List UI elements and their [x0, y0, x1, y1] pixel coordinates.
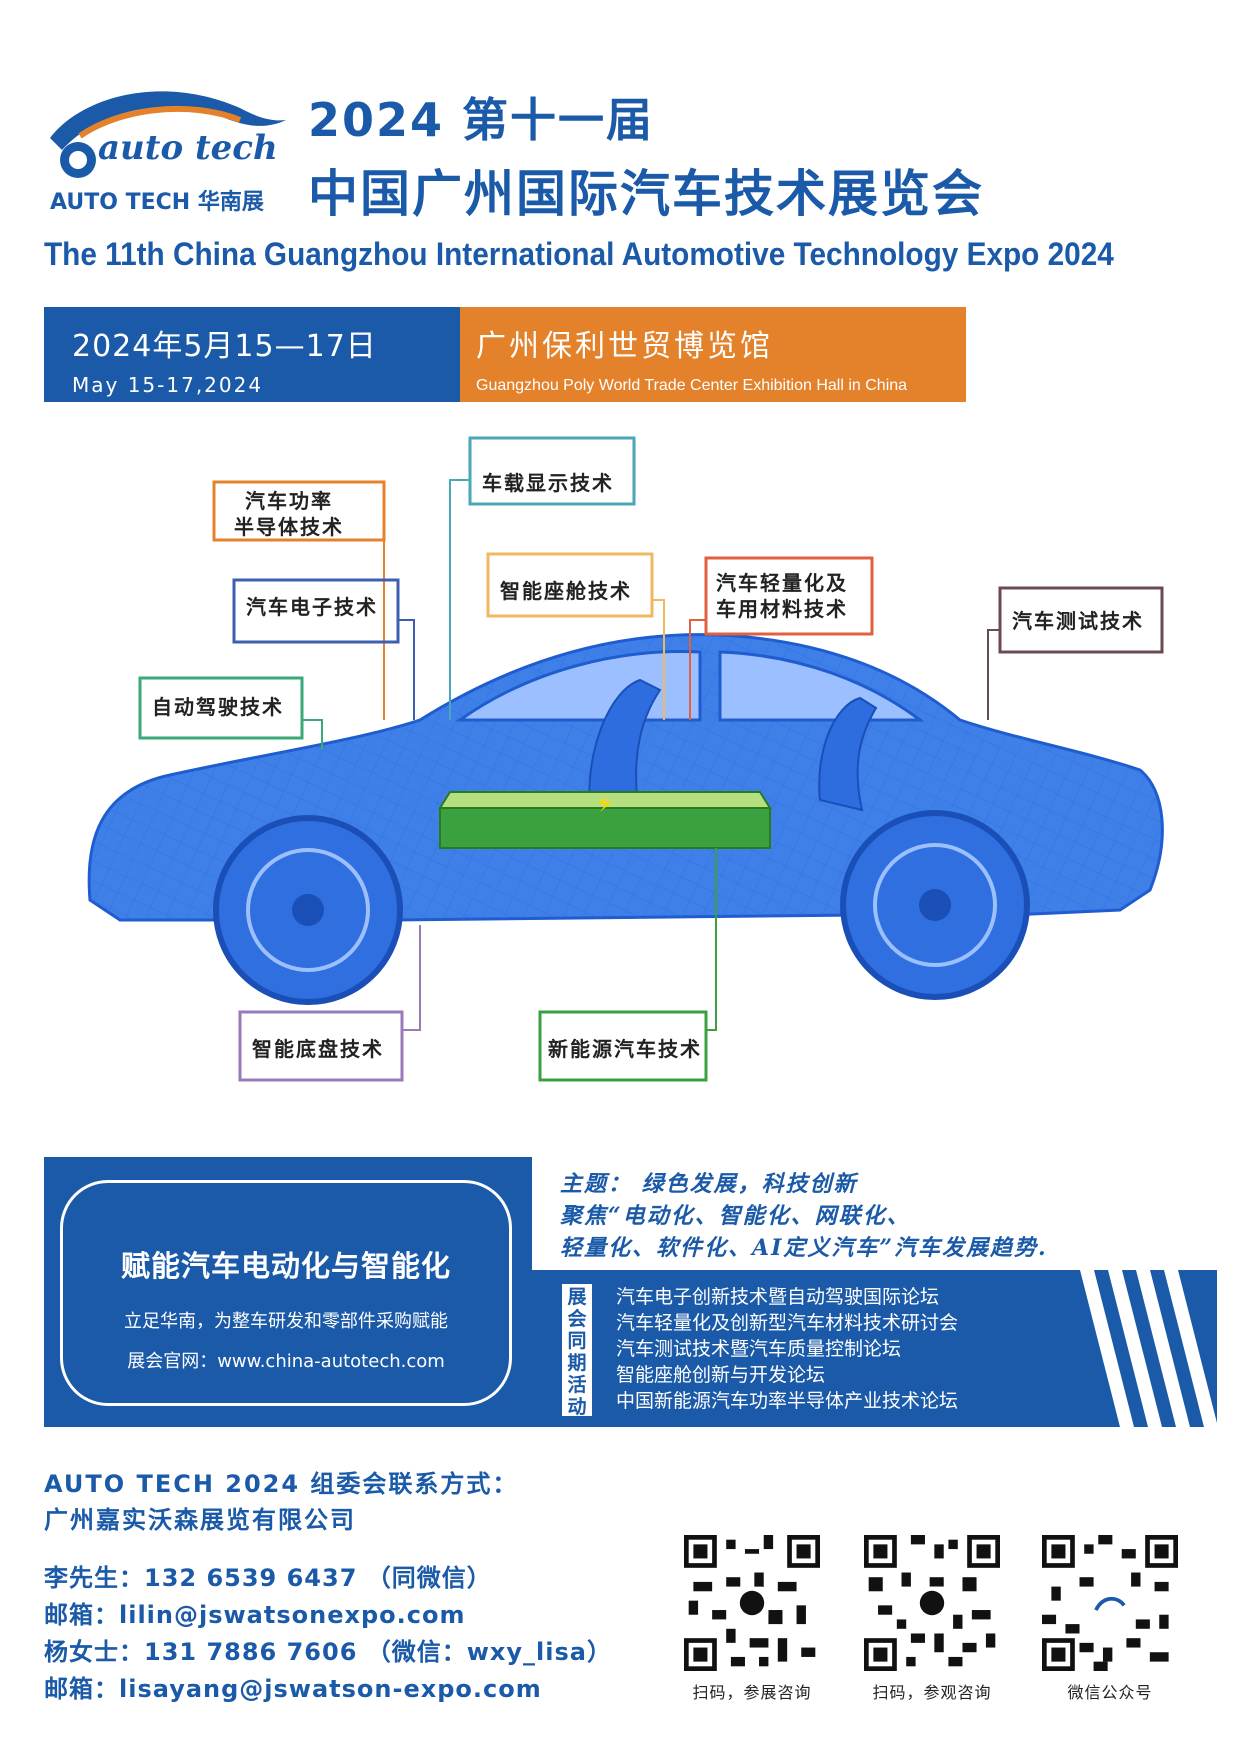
battery-pack — [438, 791, 772, 849]
title-edition: 2024 第十一届 — [308, 93, 655, 147]
banner-theme-area — [532, 1157, 1222, 1270]
qr-label: 扫码，参观咨询 — [872, 1683, 992, 1702]
events-list: 汽车电子创新技术暨自动驾驶国际论坛 汽车轻量化及创新型汽车材料技术研讨会 汽车测… — [616, 1284, 958, 1414]
theme-line: 聚焦“电动化、智能化、网联化、 — [560, 1203, 911, 1229]
bolt-icon — [598, 796, 612, 812]
venue-box: 广州保利世贸博览馆 Guangzhou Poly World Trade Cen… — [460, 307, 966, 402]
event-item: 中国新能源汽车功率半导体产业技术论坛 — [616, 1390, 959, 1412]
callout-chassis: 智能底盘技术 — [252, 1036, 384, 1062]
theme-line: 主题： 绿色发展，科技创新 — [560, 1171, 858, 1197]
venue-cn: 广州保利世贸博览馆 — [476, 329, 773, 364]
decorative-stripes — [1080, 1270, 1218, 1427]
callout-line: 智能底盘技术 — [252, 1037, 384, 1061]
slogan-box: 赋能汽车电动化与智能化 立足华南，为整车研发和零部件采购赋能 展会官网：www.… — [60, 1180, 512, 1406]
qr-exhibit[interactable]: 扫码，参展咨询 — [682, 1535, 822, 1703]
qr-visit[interactable]: 扫码，参观咨询 — [862, 1535, 1002, 1703]
car-illustration — [87, 436, 1164, 1082]
callout-line: 汽车轻量化及 — [716, 571, 848, 595]
qr-label: 微信公众号 — [1067, 1683, 1153, 1702]
callout-autonomous: 自动驾驶技术 — [152, 694, 284, 720]
qr-code-icon — [684, 1535, 820, 1671]
callout-line: 汽车电子技术 — [246, 595, 378, 619]
callout-line: 自动驾驶技术 — [152, 695, 284, 719]
date-en: May 15-17,2024 — [72, 373, 264, 397]
contact-company: 广州嘉实沃森展览有限公司 — [44, 1506, 356, 1534]
contact-line: 邮箱：lisayang@jswatson-expo.com — [44, 1675, 542, 1703]
logo-swoosh-icon — [50, 91, 286, 178]
callout-line: 车用材料技术 — [716, 597, 848, 621]
logo — [40, 78, 290, 213]
rear-wheel — [840, 810, 1030, 1000]
contact-header: AUTO TECH 2024 组委会联系方式： 广州嘉实沃森展览有限公司 — [44, 1466, 518, 1538]
title-english: The 11th China Guangzhou International A… — [44, 236, 1114, 272]
callout-testing: 汽车测试技术 — [1012, 608, 1144, 634]
front-wheel — [213, 815, 403, 1005]
callout-frames — [138, 436, 1164, 1082]
callout-cockpit: 智能座舱技术 — [500, 578, 632, 604]
callout-line: 汽车功率 — [245, 489, 333, 513]
callout-lightweight: 汽车轻量化及 车用材料技术 — [716, 570, 848, 622]
callout-electronics: 汽车电子技术 — [246, 594, 378, 620]
event-item: 智能座舱创新与开发论坛 — [616, 1364, 826, 1386]
contact-list: 李先生：132 6539 6437 （同微信） 邮箱：lilin@jswatso… — [44, 1560, 612, 1708]
callout-line: 智能座舱技术 — [500, 579, 632, 603]
events-tag: 展会同期活动 — [562, 1284, 592, 1418]
callout-line: 半导体技术 — [234, 515, 344, 539]
date-cn: 2024年5月15—17日 — [72, 329, 377, 364]
contact-heading: AUTO TECH 2024 组委会联系方式： — [44, 1470, 519, 1498]
theme-line: 轻量化、软件化、AI定义汽车”汽车发展趋势. — [560, 1235, 1048, 1261]
qr-label: 扫码，参展咨询 — [692, 1683, 812, 1702]
contact-line: 邮箱：lilin@jswatsonexpo.com — [44, 1601, 466, 1629]
event-item: 汽车电子创新技术暨自动驾驶国际论坛 — [616, 1286, 940, 1308]
logo-brand: auto tech — [98, 128, 278, 168]
venue-en: Guangzhou Poly World Trade Center Exhibi… — [476, 377, 908, 394]
title-main: 中国广州国际汽车技术展览会 — [308, 165, 984, 223]
logo-subtitle: AUTO TECH 华南展 — [50, 184, 264, 216]
contact-line: 李先生：132 6539 6437 （同微信） — [44, 1564, 492, 1592]
theme-block: 主题： 绿色发展，科技创新 聚焦“电动化、智能化、网联化、 轻量化、软件化、AI… — [560, 1168, 1048, 1264]
slogan-main: 赋能汽车电动化与智能化 — [120, 1249, 451, 1283]
qr-code-icon — [864, 1535, 1000, 1671]
logo-sub-cn: 华南展 — [197, 190, 264, 215]
callout-line: 车载显示技术 — [482, 471, 614, 495]
callout-power-semiconductor: 汽车功率 半导体技术 — [234, 488, 344, 540]
callout-line: 汽车测试技术 — [1012, 609, 1144, 633]
website-text: 展会官网：www.china-autotech.com — [127, 1351, 445, 1372]
date-box: 2024年5月15—17日 May 15-17,2024 — [44, 307, 460, 402]
contact-line: 杨女士：131 7886 7606 （微信：wxy_lisa） — [44, 1638, 612, 1666]
callout-line: 新能源汽车技术 — [548, 1037, 702, 1061]
slogan-sub: 立足华南，为整车研发和零部件采购赋能 — [124, 1311, 448, 1332]
qr-code-icon — [1042, 1535, 1178, 1671]
logo-sub-en: AUTO TECH — [50, 190, 191, 215]
event-item: 汽车轻量化及创新型汽车材料技术研讨会 — [616, 1312, 959, 1334]
callout-new-energy: 新能源汽车技术 — [548, 1036, 702, 1062]
callout-display: 车载显示技术 — [482, 470, 614, 496]
event-item: 汽车测试技术暨汽车质量控制论坛 — [616, 1338, 902, 1360]
qr-wechat-account[interactable]: 微信公众号 — [1040, 1535, 1180, 1703]
info-bar: 2024年5月15—17日 May 15-17,2024 广州保利世贸博览馆 G… — [44, 307, 966, 402]
